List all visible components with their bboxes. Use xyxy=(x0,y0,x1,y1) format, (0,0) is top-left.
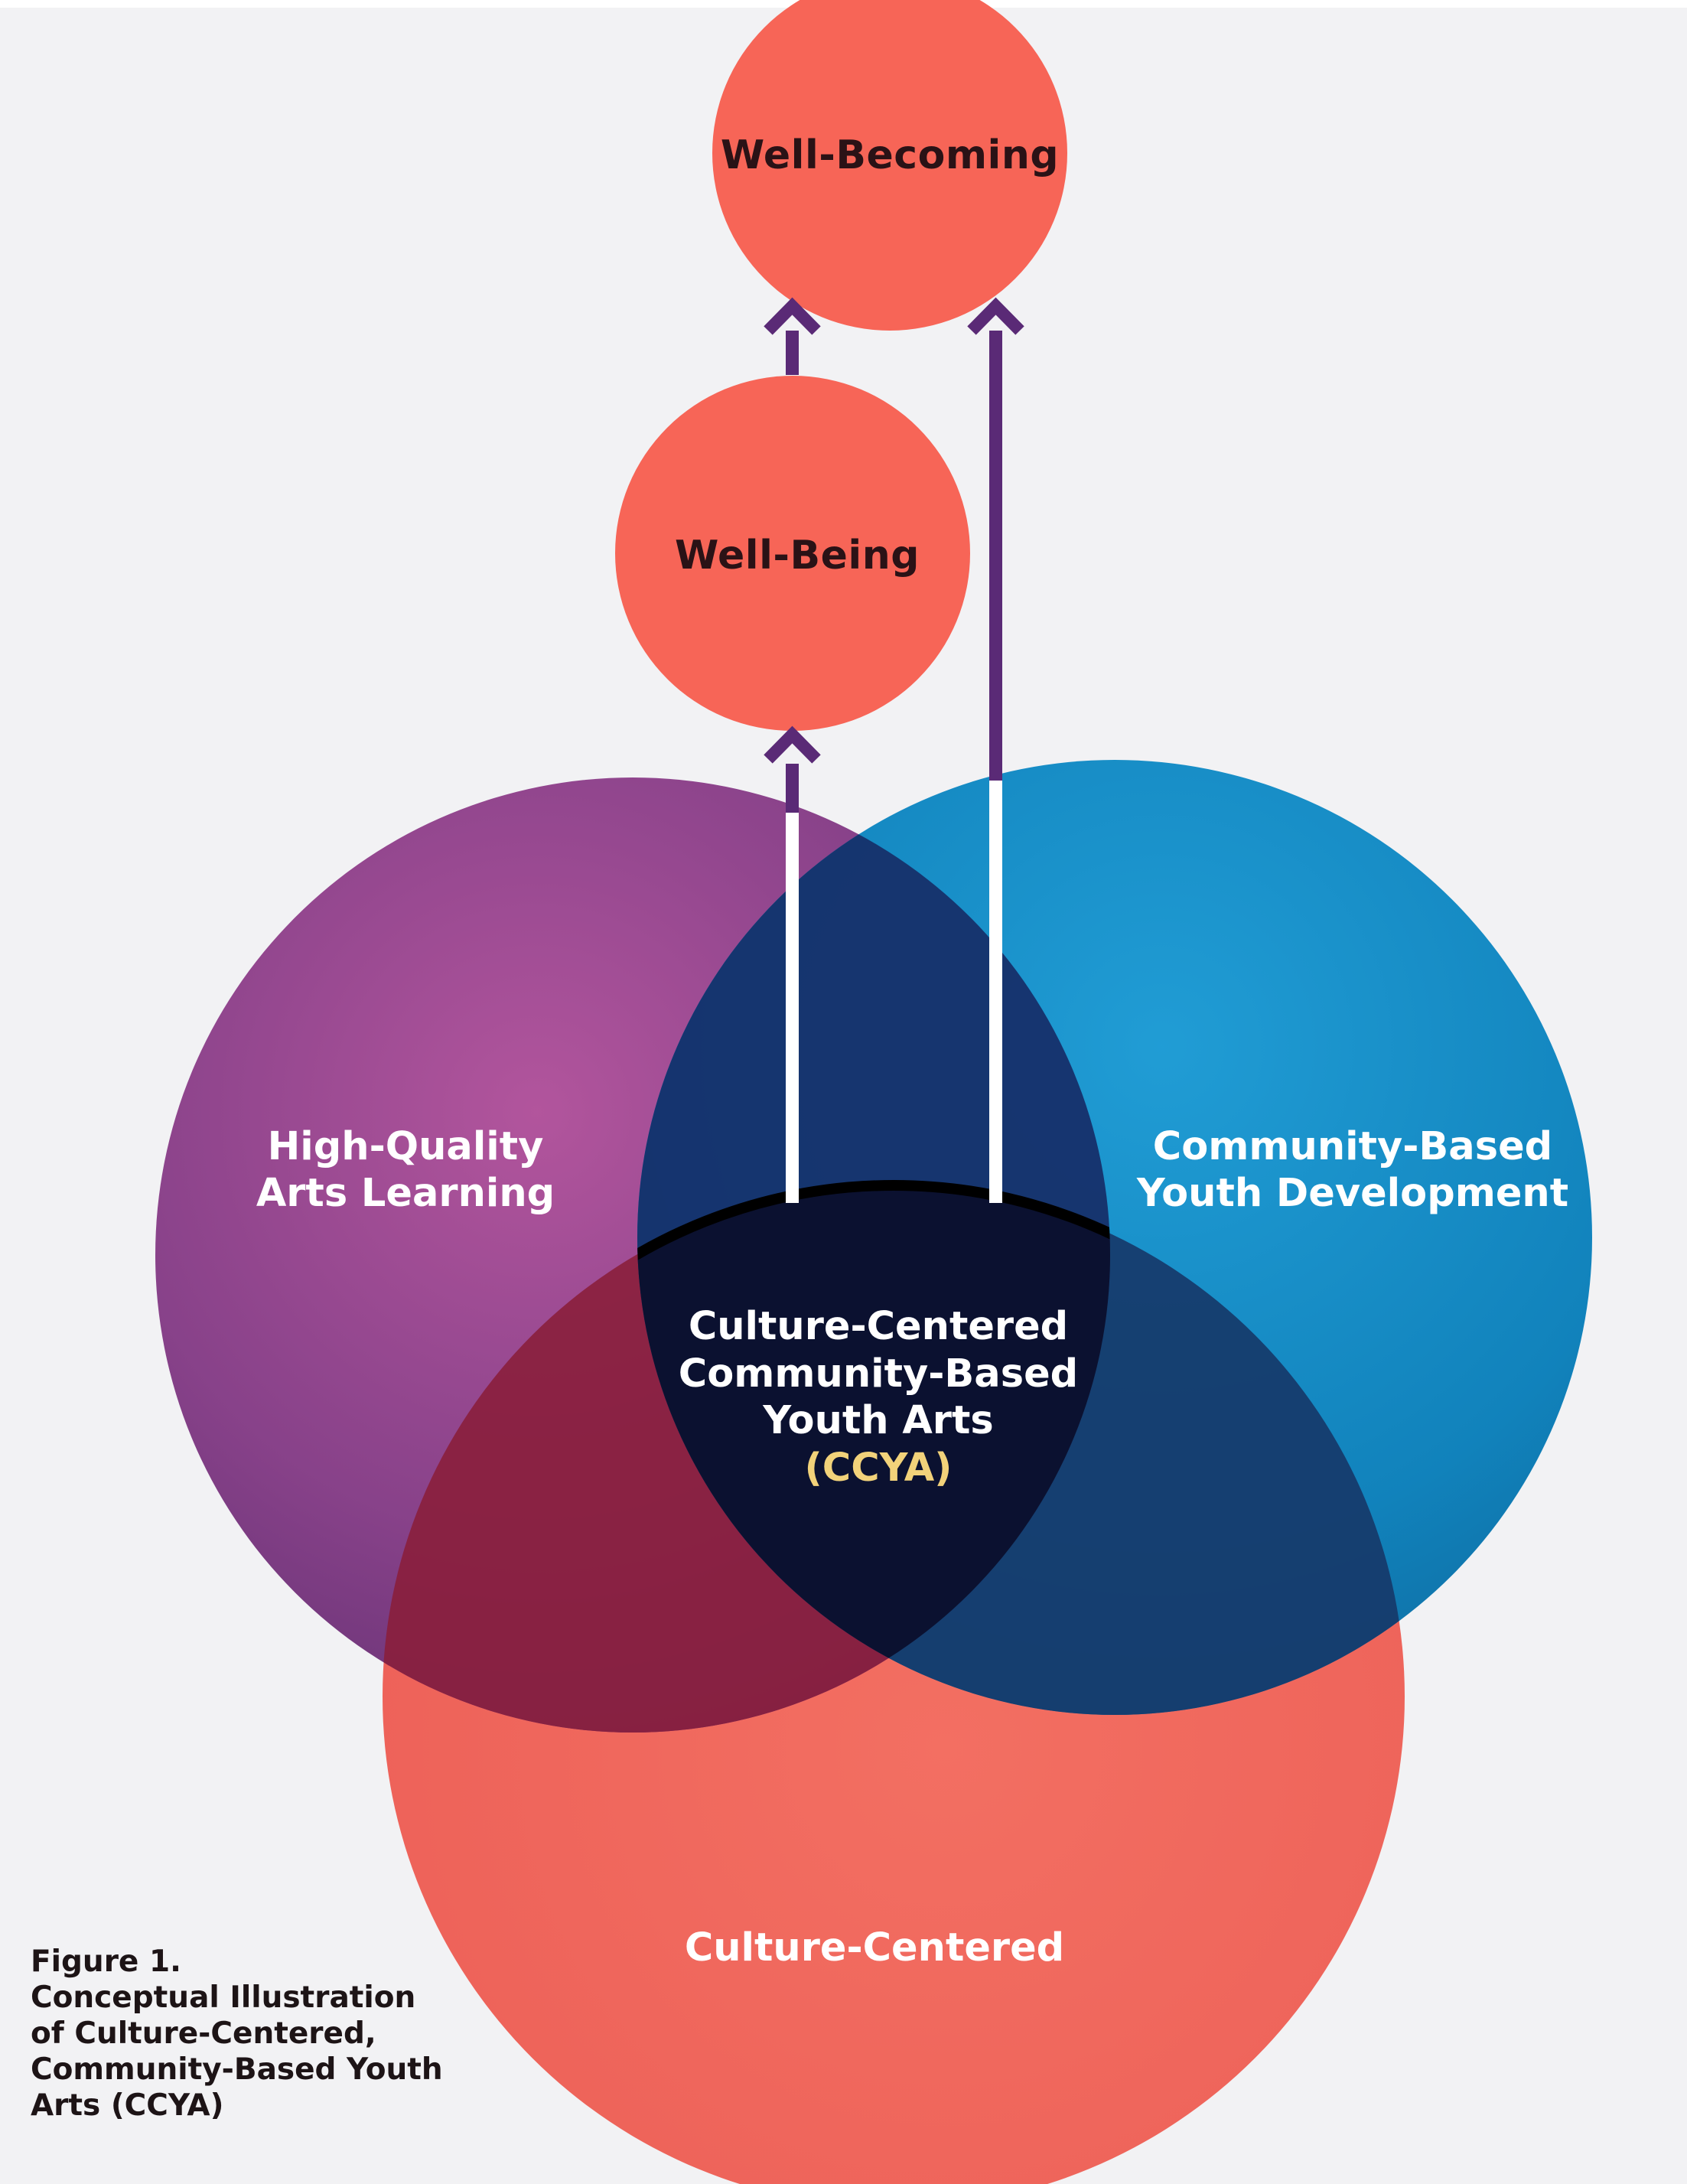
well-becoming-label: Well-Becoming xyxy=(721,132,1059,178)
caption-line: Figure 1. xyxy=(31,1944,459,1980)
well-being-label: Well-Being xyxy=(675,533,920,579)
caption-line: of Culture-Centered, xyxy=(31,2016,459,2052)
caption-line: Conceptual Illustration xyxy=(31,1980,459,2016)
culture-centered-label: Culture-Centered xyxy=(685,1925,1064,1970)
caption-line: Arts (CCYA) xyxy=(31,2088,459,2124)
arts-learning-label-line1: High-Quality xyxy=(268,1124,544,1169)
arts-learning-label-line2: Arts Learning xyxy=(256,1171,555,1216)
ccya-label-line1: Culture-Centered xyxy=(689,1304,1068,1349)
youth-development-label-line1: Community-Based xyxy=(1153,1124,1552,1169)
ccya-label-line2: Community-Based xyxy=(679,1351,1078,1397)
ccya-acronym: (CCYA) xyxy=(805,1446,953,1491)
caption-line: Community-Based Youth xyxy=(31,2052,459,2088)
figure-caption: Figure 1. Conceptual Illustration of Cul… xyxy=(31,1944,459,2124)
youth-development-label-line2: Youth Development xyxy=(1136,1171,1568,1216)
ccya-label-line3: Youth Arts xyxy=(762,1398,993,1443)
